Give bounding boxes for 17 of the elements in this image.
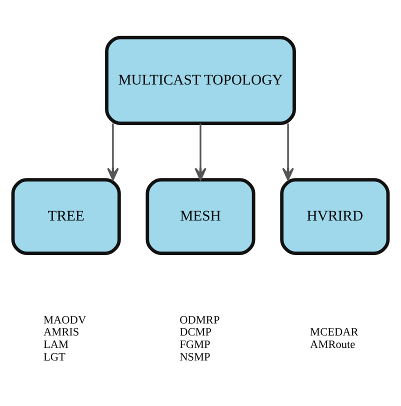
node-box: MESH — [146, 178, 256, 255]
node-box: HVRIRD — [280, 178, 390, 255]
node-box: MULTICAST TOPOLOGY — [105, 36, 296, 126]
node-label: AMRoute — [310, 339, 356, 352]
arrow — [107, 124, 119, 181]
arrow — [282, 124, 294, 181]
arrow — [194, 124, 206, 181]
node-label: ODMRP — [180, 314, 220, 326]
node-label: FGMP — [180, 339, 210, 352]
node-label: MAODV — [43, 314, 86, 326]
node-label: MCEDAR — [310, 326, 358, 339]
node-label: DCMP — [180, 326, 212, 339]
node-label: AMRIS — [43, 326, 80, 339]
node-box: TREE — [11, 178, 121, 255]
node-label: LGT — [43, 352, 66, 364]
node-label: NSMP — [180, 352, 210, 364]
node-label: LAM — [43, 339, 69, 352]
